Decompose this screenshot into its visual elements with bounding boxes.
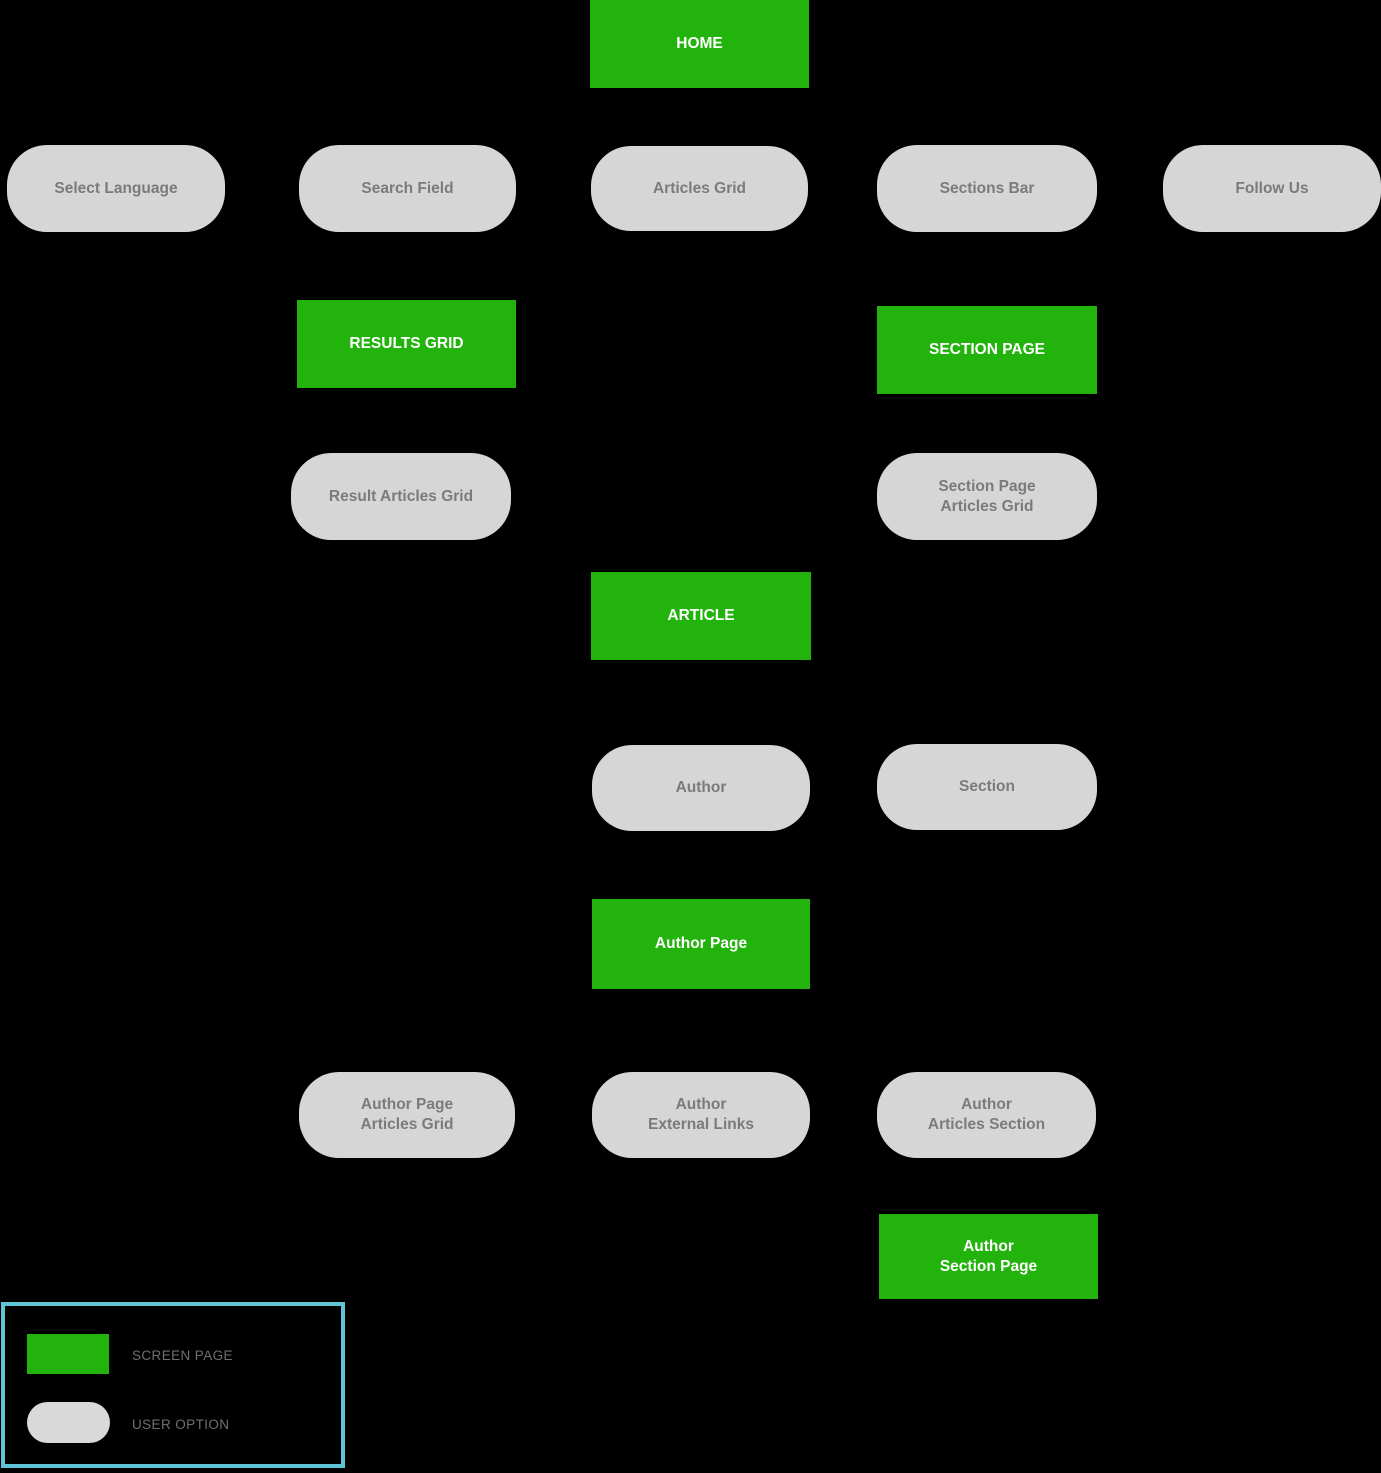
node-author-external-links: Author External Links (592, 1072, 810, 1158)
node-follow-us: Follow Us (1163, 145, 1381, 232)
node-search-field: Search Field (299, 145, 516, 232)
node-section: Section (877, 744, 1097, 830)
legend-screen-page-swatch (27, 1334, 109, 1374)
node-author-section-page: Author Section Page (879, 1214, 1098, 1299)
node-section-page: SECTION PAGE (877, 306, 1097, 394)
node-results-grid: RESULTS GRID (297, 300, 516, 388)
node-result-articles-grid: Result Articles Grid (291, 453, 511, 540)
node-articles-grid: Articles Grid (591, 146, 808, 231)
node-section-page-articles-grid: Section Page Articles Grid (877, 453, 1097, 540)
node-sections-bar: Sections Bar (877, 145, 1097, 232)
node-home: HOME (590, 0, 809, 88)
legend-screen-page-label: SCREEN PAGE (132, 1348, 233, 1363)
node-author-page: Author Page (592, 899, 810, 989)
node-author-articles-section: Author Articles Section (877, 1072, 1096, 1158)
legend-box: SCREEN PAGE USER OPTION (1, 1302, 345, 1468)
node-select-language: Select Language (7, 145, 225, 232)
node-author: Author (592, 745, 810, 831)
node-article: ARTICLE (591, 572, 811, 660)
legend-user-option-swatch (27, 1402, 110, 1443)
legend-user-option-label: USER OPTION (132, 1417, 230, 1432)
node-author-page-articles-grid: Author Page Articles Grid (299, 1072, 515, 1158)
